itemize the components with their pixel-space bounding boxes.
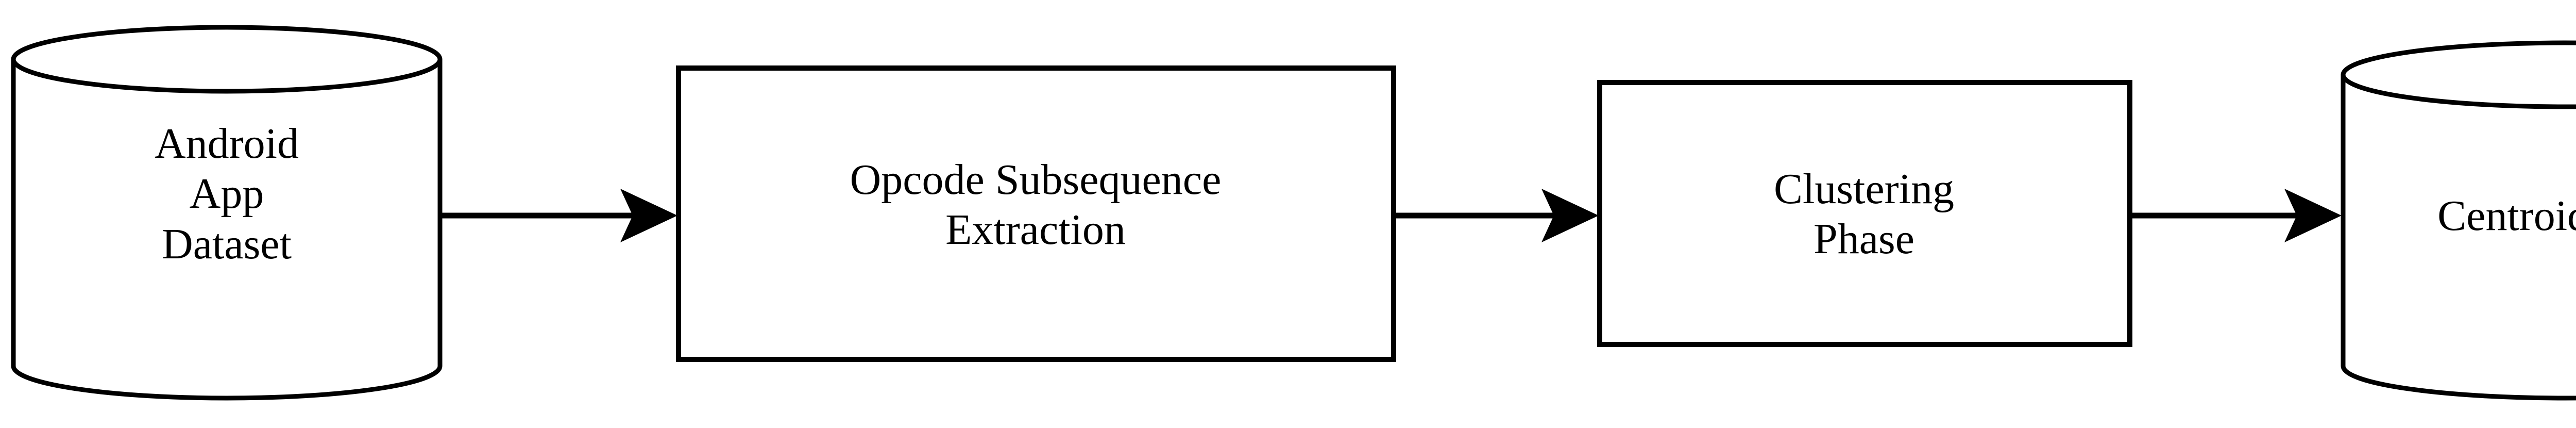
cylinder-top-centroid-apps	[2341, 40, 2576, 109]
edge-3-arrowhead-icon	[2284, 189, 2342, 242]
edge-3-arrow[interactable]	[2131, 189, 2342, 242]
node-centroid-apps[interactable]	[2341, 40, 2576, 401]
cylinder-body-android-app-dataset	[11, 57, 443, 401]
node-android-app-dataset[interactable]	[11, 25, 443, 401]
node-opcode-subsequence-extraction[interactable]	[676, 65, 1396, 362]
cylinder-body-centroid-apps	[2341, 72, 2576, 401]
edge-1-arrow[interactable]	[441, 189, 677, 242]
node-clustering-phase[interactable]	[1597, 80, 2132, 347]
edge-2-arrowhead-icon	[1541, 189, 1599, 242]
cylinder-top-android-app-dataset	[11, 25, 443, 94]
edge-1-arrowhead-icon	[620, 189, 677, 242]
edge-2-arrow[interactable]	[1395, 189, 1599, 242]
